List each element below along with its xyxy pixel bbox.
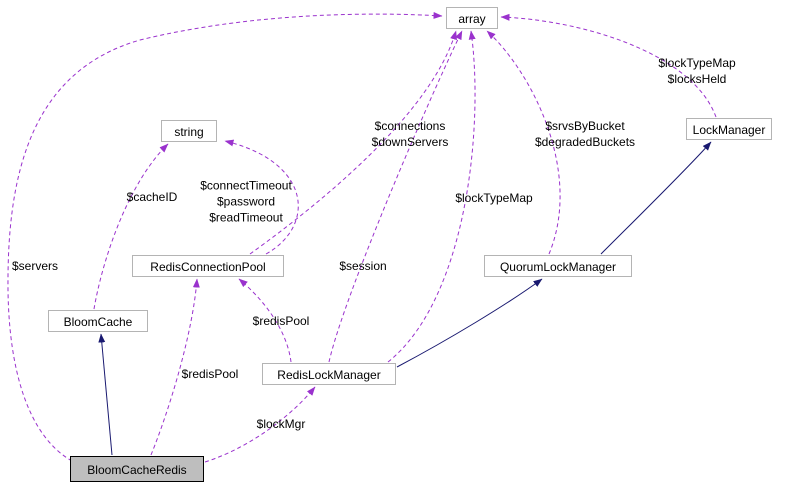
node-string[interactable]: string: [161, 120, 217, 142]
node-bloomcacheredis: BloomCacheRedis: [70, 456, 204, 482]
node-redisconnectionpool[interactable]: RedisConnectionPool: [132, 255, 284, 277]
edge-lockmgr: [204, 386, 316, 463]
edge-session: [328, 30, 463, 363]
node-array[interactable]: array: [446, 7, 498, 29]
edge-label-connections: $connections $downServers: [371, 118, 449, 149]
edge-connect-timeout: [224, 139, 299, 255]
edge-label-locksheld: $lockTypeMap $locksHeld: [658, 55, 736, 86]
edge-redispool-lower: [150, 278, 200, 456]
edge-label-session: $session: [339, 258, 387, 273]
edge-label-servers: $servers: [11, 258, 59, 273]
edge-connections: [249, 30, 457, 255]
edge-inherit-quorumlockmanager: [396, 278, 543, 368]
edge-locktypemap-mid: [387, 30, 476, 363]
node-quorumlockmanager[interactable]: QuorumLockManager: [484, 255, 632, 277]
edge-label-connect-timeout: $connectTimeout $password $readTimeout: [200, 178, 292, 226]
node-redislockmanager[interactable]: RedisLockManager: [262, 363, 396, 385]
edge-label-lockmgr: $lockMgr: [256, 416, 306, 431]
edge-label-redispool-upper: $redisPool: [252, 313, 310, 328]
edge-servers: [7, 12, 443, 462]
edge-label-srvsbybucket: $srvsByBucket $degradedBuckets: [534, 118, 636, 149]
node-lockmanager[interactable]: LockManager: [686, 118, 772, 140]
edge-redispool-upper: [238, 278, 292, 363]
edge-label-redispool-lower: $redisPool: [181, 366, 239, 381]
edge-srvsbybucket: [486, 30, 561, 255]
node-bloomcache[interactable]: BloomCache: [48, 310, 148, 332]
edge-cacheid: [93, 143, 169, 310]
edge-inherit-bloomcache: [98, 333, 113, 456]
edge-inherit-lockmanager: [600, 141, 712, 255]
edge-label-cacheid: $cacheID: [126, 189, 178, 204]
edge-label-locktypemap: $lockTypeMap: [455, 190, 533, 205]
